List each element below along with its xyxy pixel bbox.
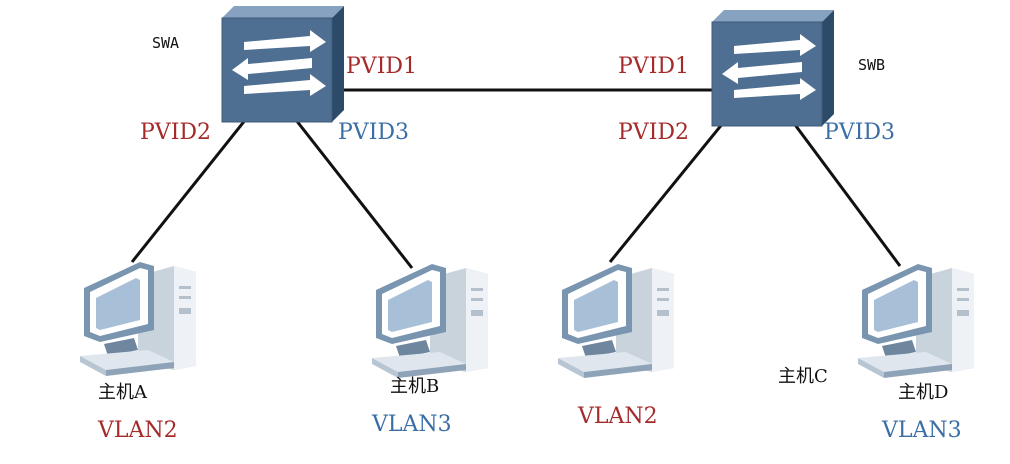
computer-icon-host-c — [558, 264, 674, 378]
link-swa-host-a — [130, 113, 252, 263]
pvid-label-swa-port-b: PVID3 — [338, 120, 410, 145]
host-name-b: 主机B — [390, 376, 440, 397]
vlan-label-host-b: VLAN3 — [372, 412, 452, 437]
switch-name-swa: SWA — [152, 34, 180, 52]
switch-name-swb: SWB — [858, 56, 886, 74]
pvid-label-swa-port-a: PVID2 — [140, 120, 212, 145]
host-name-d: 主机D — [898, 382, 949, 403]
computer-icon-host-b — [372, 264, 488, 378]
host-name-c: 主机C — [778, 366, 828, 387]
pvid-label-swa-trunk: PVID1 — [346, 54, 418, 79]
pvid-label-swb-trunk: PVID1 — [618, 54, 690, 79]
vlan-label-host-c: VLAN2 — [578, 404, 658, 429]
computer-icon-host-a — [80, 262, 196, 376]
link-swb-host-d — [788, 117, 902, 267]
host-name-a: 主机A — [98, 382, 147, 403]
link-swa-host-b — [294, 119, 414, 269]
vlan-label-host-d: VLAN3 — [882, 418, 962, 443]
switch-icon-swb — [711, 9, 835, 127]
computer-icon-host-d — [858, 264, 974, 378]
switch-icon-swa — [221, 5, 345, 123]
pvid-label-swb-port-d: PVID3 — [824, 120, 896, 145]
link-swb-host-c — [608, 111, 734, 263]
pvid-label-swb-port-c: PVID2 — [618, 120, 690, 145]
vlan-label-host-a: VLAN2 — [98, 418, 178, 443]
